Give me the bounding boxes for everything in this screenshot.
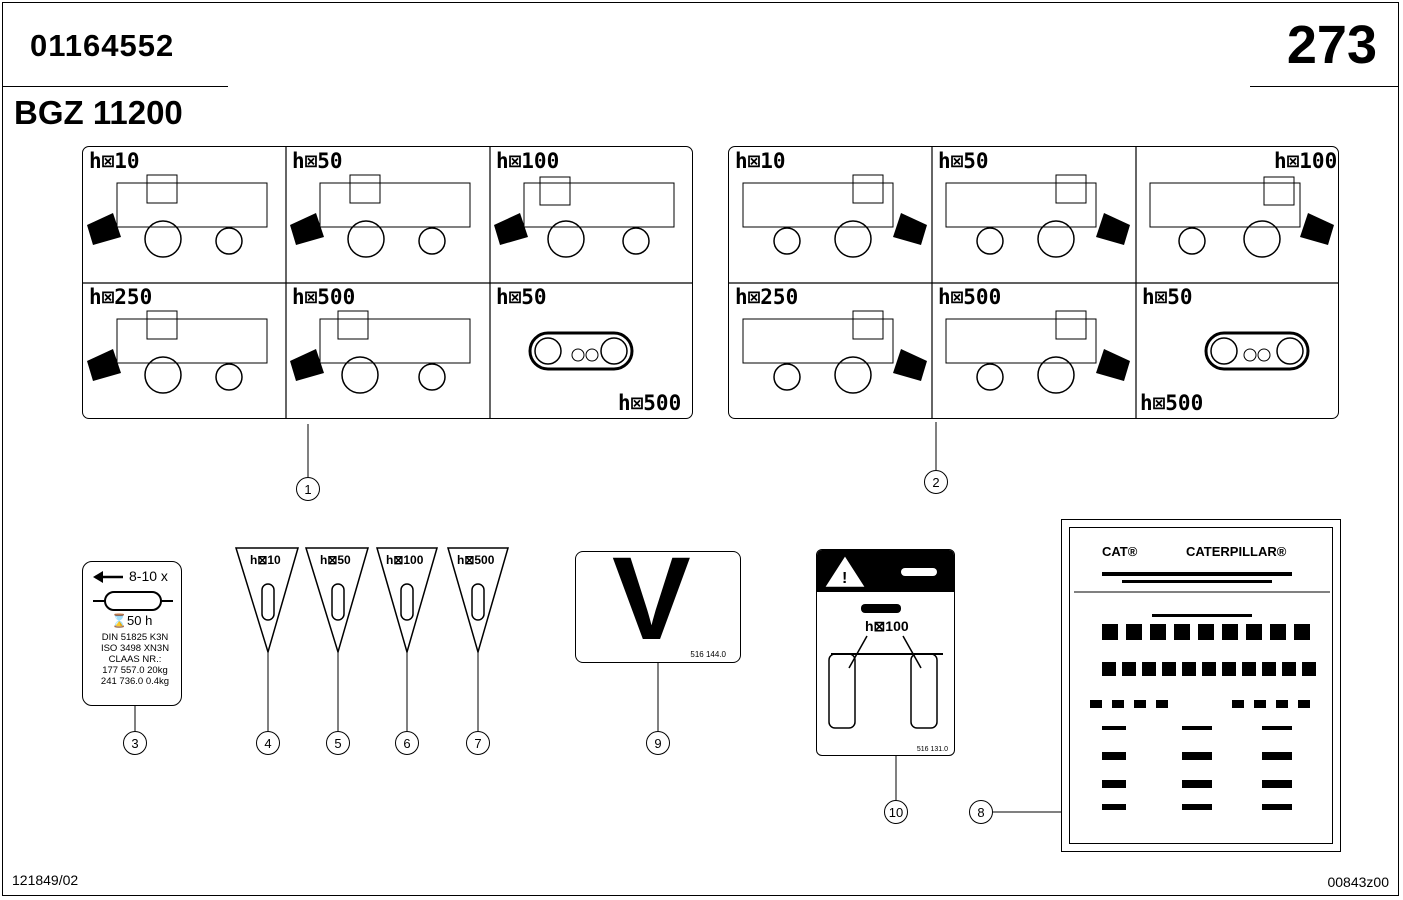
triangle-decal-4	[234, 547, 299, 655]
service-interval-label: h⊠50	[938, 149, 989, 173]
spec-line: DIN 51825 K3N	[101, 632, 169, 643]
callout-5: 5	[326, 731, 350, 755]
grease-decal-graphics	[93, 571, 173, 611]
callout-6: 6	[395, 731, 419, 755]
footer-right-code: 00843z00	[1327, 874, 1389, 890]
triangle-decal-5	[304, 547, 369, 655]
triangle-label-6: h⊠100	[386, 553, 424, 567]
service-interval-label: h⊠50	[496, 285, 547, 309]
service-interval-label: h⊠500	[292, 285, 356, 309]
v-letter: V	[612, 551, 691, 663]
service-interval-label: h⊠10	[89, 149, 140, 173]
panel-1-cell-6: h⊠50 h⊠500	[490, 283, 692, 418]
combine-harvester-icon	[945, 310, 1130, 394]
service-interval-label-secondary: h⊠500	[1140, 391, 1204, 415]
service-interval-label: h⊠250	[89, 285, 153, 309]
page-number: 273	[1286, 15, 1377, 75]
combine-harvester-icon	[494, 176, 675, 258]
combine-harvester-icon	[87, 174, 268, 258]
panel-2-grid	[729, 147, 1338, 418]
callout-4: 4	[256, 731, 280, 755]
panel-2-cell-3: h⊠100	[1136, 147, 1338, 283]
triangle-label-5: h⊠50	[320, 553, 351, 567]
combine-harvester-icon	[742, 310, 927, 394]
part-number: 01164552	[30, 28, 175, 63]
spec-line: CLAAS NR.:	[108, 654, 162, 665]
brand-cat: CAT®	[1102, 544, 1138, 559]
callout-8: 8	[969, 800, 993, 824]
panel-2-cell-1: h⊠10	[729, 147, 932, 283]
warning-decal-code: 516 131.0	[916, 746, 948, 753]
callout-2: 2	[924, 470, 948, 494]
panel-2-cell-6: h⊠50 h⊠500	[1136, 283, 1338, 418]
svg-text:!: !	[842, 570, 847, 587]
combine-harvester-icon	[290, 174, 471, 258]
panel-1-grid	[83, 147, 692, 418]
combine-harvester-icon	[87, 310, 268, 394]
grease-spec-lines: DIN 51825 K3N ISO 3498 XN3N CLAAS NR.: 1…	[91, 632, 179, 687]
header-rule-left	[2, 86, 228, 87]
callout-10: 10	[884, 800, 908, 824]
model-title: BGZ 11200	[14, 94, 183, 131]
v-decal-code: 516 144.0	[690, 650, 726, 659]
service-interval-label: h⊠100	[496, 149, 560, 173]
panel-1-cell-4: h⊠250	[83, 283, 286, 418]
panel-1-cell-5: h⊠500	[286, 283, 490, 418]
callout-1: 1	[296, 477, 320, 501]
combine-harvester-icon	[290, 310, 471, 394]
spec-line: 241 736.0 0.4kg	[100, 676, 170, 687]
callout-3: 3	[123, 731, 147, 755]
panel-1-cell-3: h⊠100	[490, 147, 692, 283]
plate-inner-border	[1069, 527, 1333, 844]
panel-2-cell-5: h⊠500	[932, 283, 1136, 418]
triangle-decal-7	[447, 547, 509, 655]
cat-identification-plate: CAT® CATERPILLAR®	[1061, 519, 1341, 852]
service-interval-label: h⊠250	[735, 285, 799, 309]
warning-decal-label: h⊠100	[865, 618, 909, 634]
combine-harvester-icon	[742, 174, 927, 258]
panel-1-cell-1: h⊠10	[83, 147, 286, 283]
warning-decal-graphics: !	[825, 556, 943, 729]
callout-9: 9	[646, 731, 670, 755]
v-decal: V 516 144.0	[575, 551, 741, 663]
spec-line: 177 557.0 20kg	[102, 665, 168, 676]
triangle-label-7: h⊠500	[457, 553, 495, 567]
track-drive-icon	[528, 331, 634, 371]
decal-panel-2: h⊠10 h⊠50 h⊠100 h⊠250	[728, 146, 1339, 419]
service-interval-label: h⊠100	[1274, 149, 1338, 173]
service-interval-label: h⊠500	[938, 285, 1002, 309]
track-drive-icon	[1204, 331, 1310, 371]
brand-caterpillar: CATERPILLAR®	[1186, 544, 1287, 559]
combine-harvester-icon	[945, 174, 1130, 258]
warning-decal: ! h⊠100 516 131.0	[816, 549, 955, 756]
footer-left-code: 121849/02	[12, 872, 79, 888]
panel-1-cell-2: h⊠50	[286, 147, 490, 283]
combine-harvester-icon	[1149, 176, 1334, 258]
service-interval-label-secondary: h⊠500	[618, 391, 682, 415]
panel-2-cell-4: h⊠250	[729, 283, 932, 418]
spec-line: ISO 3498 XN3N	[100, 643, 170, 654]
header-rule-right	[1250, 86, 1398, 87]
panel-2-cell-2: h⊠50	[932, 147, 1136, 283]
service-interval-label: h⊠50	[292, 149, 343, 173]
hourglass-icon: ⌛	[111, 613, 128, 628]
grease-interval: 50 h	[127, 613, 153, 628]
triangle-label-4: h⊠10	[250, 553, 281, 567]
service-interval-label: h⊠50	[1142, 285, 1193, 309]
triangle-decal-6	[376, 547, 438, 655]
grease-decal: 8-10 x ⌛ 50 h DIN 51825 K3N ISO 3498 XN3…	[82, 561, 182, 706]
callout-7: 7	[466, 731, 490, 755]
plate-text-blocks	[1074, 572, 1330, 810]
service-interval-label: h⊠10	[735, 149, 786, 173]
decal-panel-1: h⊠10 h⊠50 h⊠100 h⊠250	[82, 146, 693, 419]
grease-arrow-text: 8-10 x	[129, 568, 168, 584]
